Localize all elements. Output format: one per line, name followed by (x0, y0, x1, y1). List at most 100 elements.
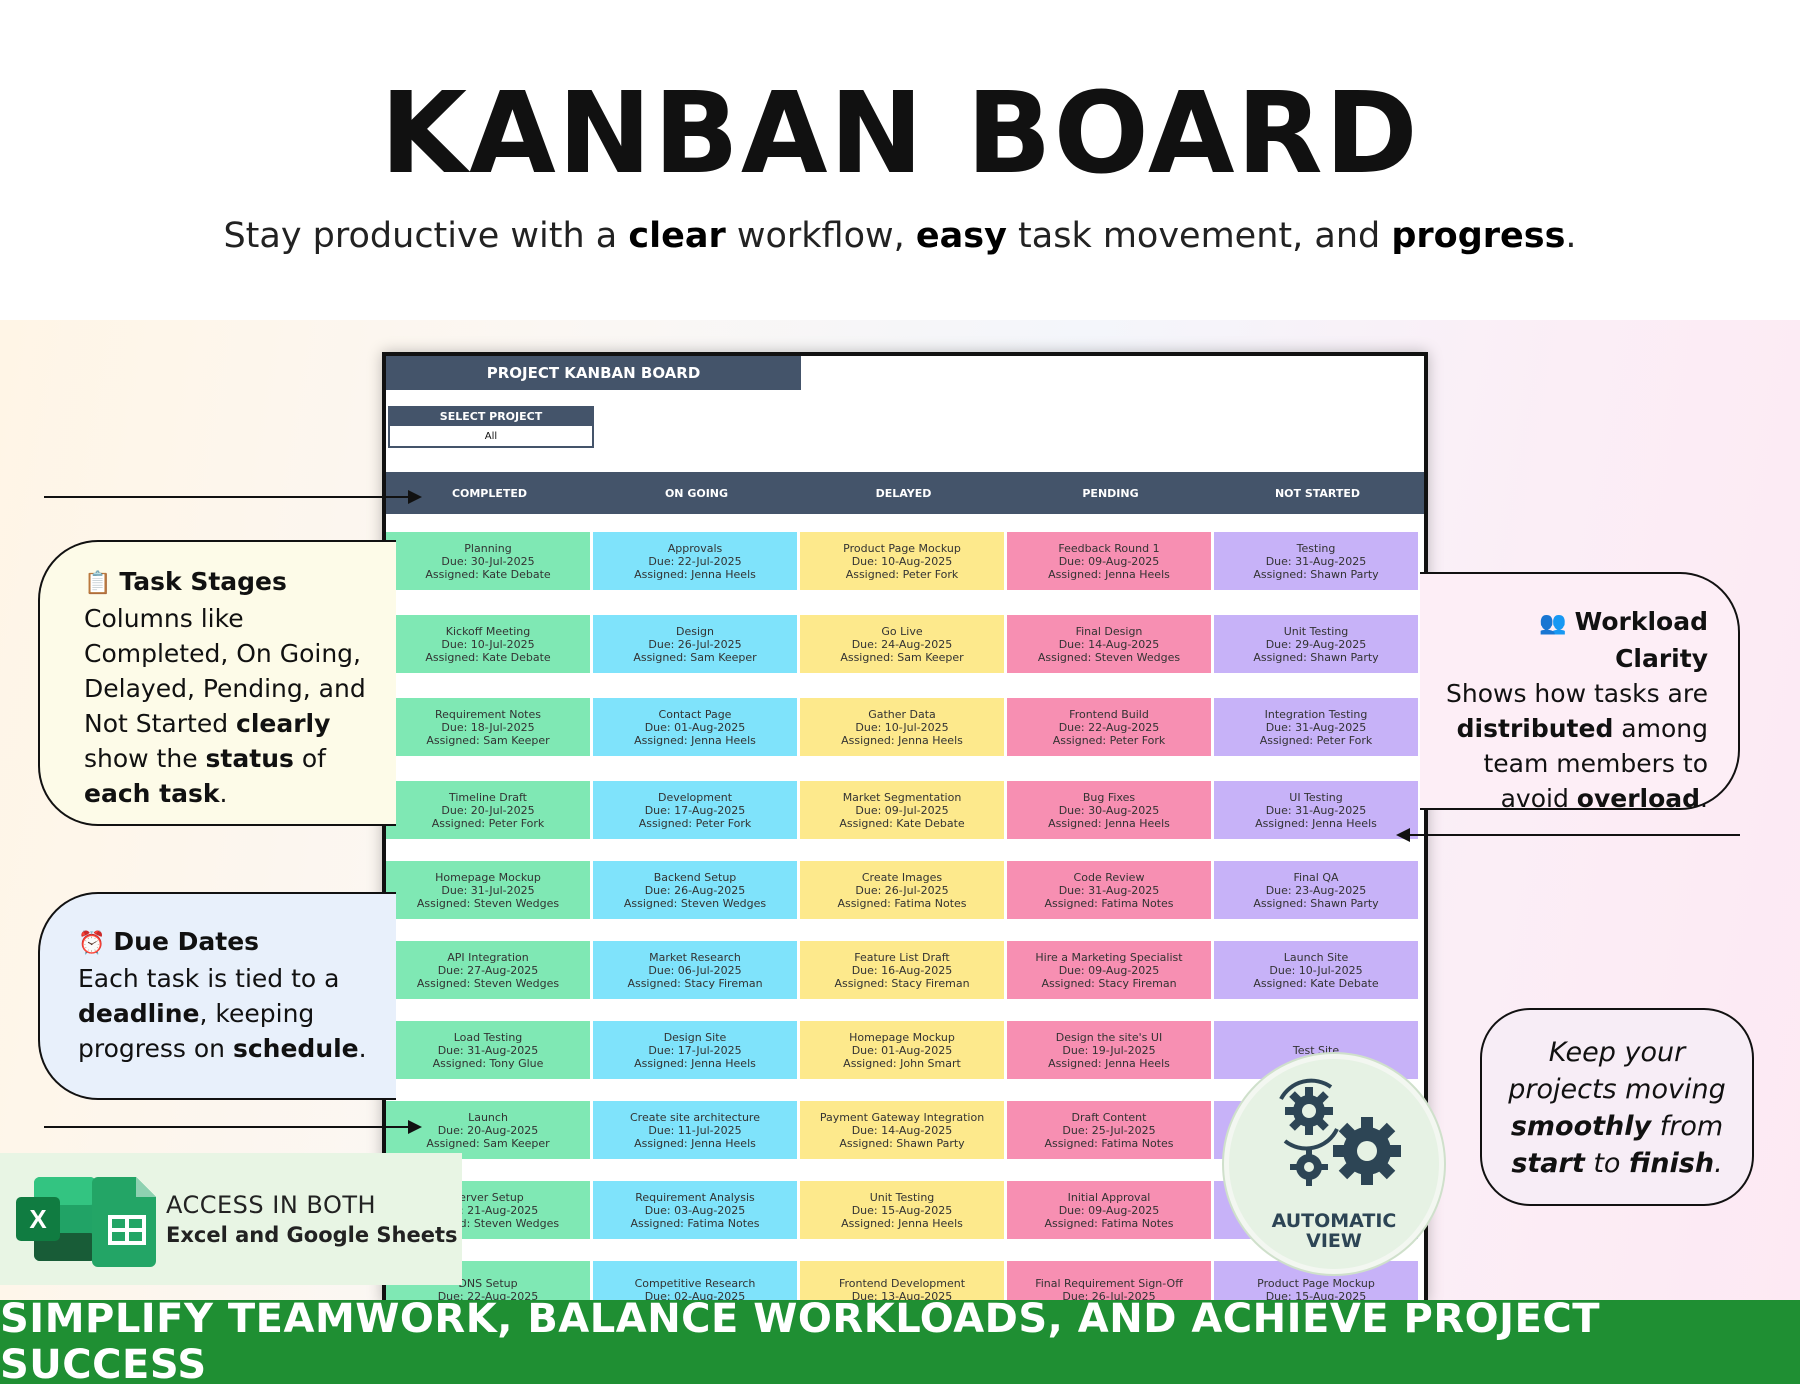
task-assigned: Assigned: Stacy Fireman (834, 976, 970, 990)
task-task: Requirement Analysis (635, 1190, 755, 1204)
task-assigned: Assigned: Jenna Heels (841, 733, 963, 747)
task-due: Due: 29-Aug-2025 (1265, 637, 1367, 651)
task-assigned: Assigned: Jenna Heels (1048, 567, 1170, 581)
subtitle-emph: clear (628, 216, 726, 256)
body-emph: each task (84, 779, 220, 808)
task-due: Due: 09-Jul-2025 (855, 803, 949, 817)
subtitle-text: task movement, and (1006, 216, 1392, 256)
task-assigned: Assigned: Stacy Fireman (1041, 976, 1177, 990)
column-header-delayed: DELAYED (875, 486, 932, 500)
task-due: Due: 31-Aug-2025 (1265, 720, 1367, 734)
task-task: Code Review (1073, 870, 1145, 884)
task-due: Due: 09-Aug-2025 (1058, 963, 1160, 977)
task-task: Design (676, 624, 714, 638)
task-assigned: Assigned: Peter Fork (845, 567, 959, 581)
task-task: Design Site (663, 1030, 727, 1044)
task-task: Homepage Mockup (435, 870, 541, 884)
gears-icon (1279, 1078, 1401, 1186)
task-assigned: Assigned: Steven Wedges (416, 896, 560, 910)
task-assigned: Assigned: Fatima Notes (1044, 1136, 1174, 1150)
arrow-line (1410, 834, 1740, 836)
task-task: Frontend Development (838, 1277, 966, 1290)
task-task: Launch (468, 1110, 508, 1124)
callout-body: Shows how tasks are distributed among te… (1442, 676, 1708, 816)
task-due: Due: 24-Aug-2025 (851, 637, 953, 651)
select-project-dropdown[interactable]: All (388, 426, 594, 448)
task-assigned: Assigned: Peter Fork (1259, 733, 1373, 747)
task-task: API Integration (447, 950, 529, 964)
task-due: Due: 10-Aug-2025 (851, 554, 953, 568)
task-assigned: Assigned: Steven Wedges (1037, 650, 1181, 664)
task-due: Due: 26-Jul-2025 (855, 883, 949, 897)
task-assigned: Assigned: Steven Wedges (416, 976, 560, 990)
task-task: Payment Gateway Integration (819, 1110, 985, 1124)
body-text: of (293, 744, 326, 773)
task-assigned: Assigned: Jenna Heels (634, 1136, 756, 1150)
task-due: Due: 16-Aug-2025 (851, 963, 953, 977)
access-line1: ACCESS IN BOTH (166, 1191, 377, 1219)
task-task: Launch Site (1283, 950, 1349, 964)
callout-body: Each task is tied to a deadline, keeping… (78, 961, 374, 1066)
excel-letter: X (29, 1204, 47, 1234)
task-assigned: Assigned: Stacy Fireman (627, 976, 763, 990)
column-header-pending: PENDING (1082, 486, 1139, 500)
task-assigned: Assigned: Kate Debate (1253, 976, 1379, 990)
body-text: Columns like Completed, On Going, Delaye… (84, 604, 366, 738)
task-task: Final QA (1293, 870, 1339, 884)
body-text: Keep your projects moving (1508, 1037, 1726, 1105)
task-task: Contact Page (658, 707, 732, 721)
task-due: Due: 10-Jul-2025 (1269, 963, 1363, 977)
task-task: Final Design (1075, 624, 1143, 638)
task-assigned: Assigned: Kate Debate (839, 816, 965, 830)
task-due: Due: 19-Jul-2025 (1062, 1043, 1156, 1057)
task-task: Requirement Notes (434, 707, 541, 721)
task-due: Due: 02-Aug-2025 (644, 1290, 746, 1303)
task-due: Due: 22-Aug-2025 (1058, 720, 1160, 734)
badge-label-line1: AUTOMATIC (1271, 1210, 1397, 1232)
